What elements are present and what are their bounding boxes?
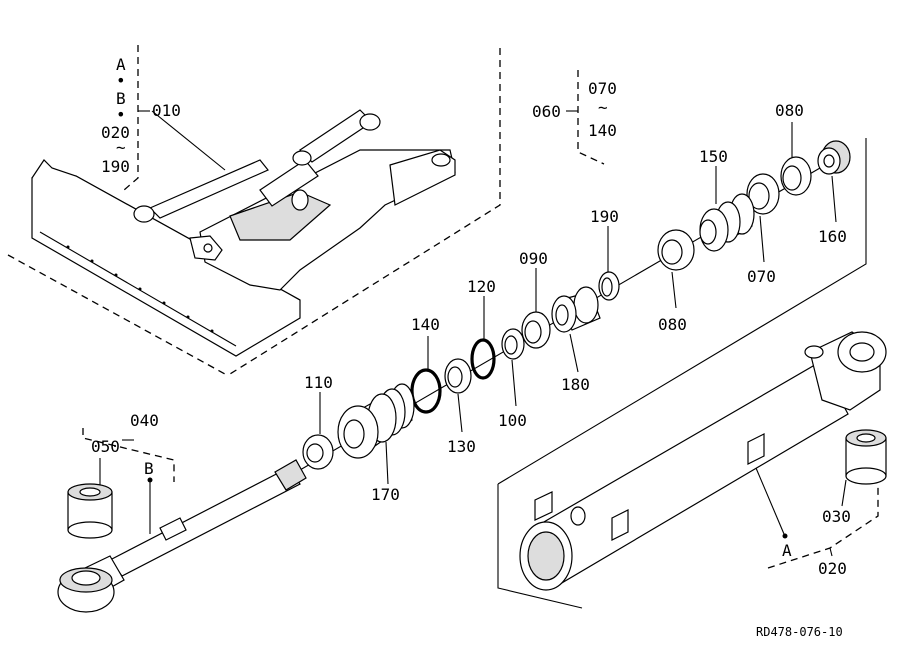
part-090-ring <box>521 311 551 349</box>
part-label-030: 030 <box>822 507 851 526</box>
ref-a-label: A <box>116 55 126 74</box>
blade-bolt-holes <box>66 245 214 333</box>
part-label-080-lower: 080 <box>658 315 687 334</box>
part-030-bushing <box>845 429 887 485</box>
part-180-bushing <box>551 286 601 333</box>
part-130-ring <box>444 358 472 394</box>
blade-frame <box>199 149 456 291</box>
part-label-090: 090 <box>519 249 548 268</box>
dot-1: • <box>116 71 126 90</box>
part-label-020: 020 <box>818 559 847 578</box>
part-label-140: 140 <box>411 315 440 334</box>
part-080-ring-upper <box>780 156 812 196</box>
tilde-1: ~ <box>116 138 126 157</box>
range-start-070: 070 <box>588 79 617 98</box>
range-end-140: 140 <box>588 121 617 140</box>
drawing-reference-code: RD478-076-10 <box>756 625 843 639</box>
part-label-080-upper: 080 <box>775 101 804 120</box>
part-label-060: 060 <box>532 102 561 121</box>
part-label-130: 130 <box>447 437 476 456</box>
part-080-ring-lower <box>657 229 695 271</box>
range-end-190: 190 <box>101 157 130 176</box>
ref-a-cyl: A <box>782 541 792 560</box>
ref-b-label: B <box>116 89 126 108</box>
part-label-190: 190 <box>590 207 619 226</box>
cylinder-tube <box>519 331 887 591</box>
part-100-ring <box>501 328 525 360</box>
part-label-070: 070 <box>747 267 776 286</box>
ref-b-rod: B <box>144 459 154 478</box>
part-110-wiper-ring <box>302 434 334 470</box>
dot-2: • <box>116 105 126 124</box>
part-label-040: 040 <box>130 411 159 430</box>
part-150-piston <box>699 193 755 252</box>
part-label-050: 050 <box>91 437 120 456</box>
part-190-snap-ring <box>598 271 620 301</box>
part-070-ring <box>746 173 780 215</box>
part-140-o-ring <box>410 368 442 414</box>
dozer-blade-assembly <box>7 45 501 375</box>
part-label-180: 180 <box>561 375 590 394</box>
part-050-bushing <box>67 483 113 539</box>
tilde-2: ~ <box>598 98 608 117</box>
part-label-160: 160 <box>818 227 847 246</box>
part-label-150: 150 <box>699 147 728 166</box>
part-120-o-ring <box>470 338 496 380</box>
part-label-170: 170 <box>371 485 400 504</box>
range-start-020: 020 <box>101 123 130 142</box>
part-label-110: 110 <box>304 373 333 392</box>
part-label-010: 010 <box>152 101 181 120</box>
part-label-100: 100 <box>498 411 527 430</box>
part-160-nut <box>817 140 851 175</box>
part-label-120: 120 <box>467 277 496 296</box>
part-170-cylinder-head <box>337 383 415 459</box>
piston-rod <box>57 459 307 613</box>
